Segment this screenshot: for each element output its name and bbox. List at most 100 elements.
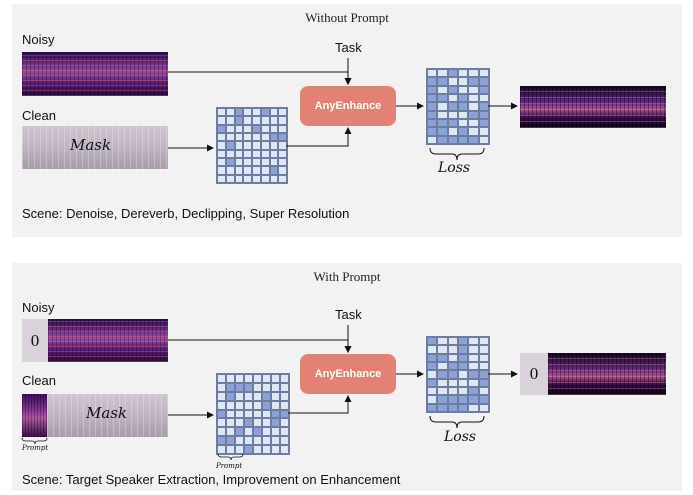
token-cell [437,93,448,103]
token-cell [468,110,479,119]
token-cell [468,77,479,86]
token-cell [260,124,270,133]
token-cell [457,337,469,346]
token-cell [468,102,479,111]
token-cell [447,345,458,354]
token-cell [468,345,479,354]
output-spectrogram [520,86,666,128]
token-cell [447,85,458,94]
clean-spectrogram [22,126,168,169]
token-cell [225,141,235,150]
token-cell [235,445,244,454]
token-cell [244,436,253,446]
token-cell [478,386,489,396]
token-cell [244,400,253,410]
token-cell [457,403,469,412]
task-label: Task [335,40,362,55]
token-cell [457,361,469,371]
token-cell [217,124,226,133]
token-cell [262,409,271,419]
token-cell [262,382,271,392]
token-cell [244,445,253,454]
token-cell [217,157,226,167]
token-cell [437,127,448,136]
token-cell [253,418,262,428]
token-cell [217,132,226,142]
token-cell [478,127,489,136]
token-cell [225,166,235,175]
token-cell [253,436,262,446]
token-cell [262,427,271,437]
token-cell [253,409,262,419]
token-cell [271,400,280,410]
clean-spectrogram [47,394,168,437]
task-label: Task [335,307,362,322]
token-cell [235,436,244,446]
token-cell [447,395,458,404]
token-cell [437,403,448,412]
token-cell [280,445,289,454]
token-cell [244,382,253,392]
token-cell [478,93,489,103]
token-cell [478,395,489,404]
loss-label: Loss [444,429,477,445]
arrow-icon [168,325,518,419]
token-cell [234,166,244,175]
token-cell [260,149,270,158]
token-cell [427,135,438,144]
token-cell [457,110,469,119]
token-cell [235,409,244,419]
token-cell [468,85,479,94]
token-cell [225,157,235,167]
zero-prompt-box: 0 [22,319,48,362]
token-cell [271,436,280,446]
token-cell [447,337,458,346]
token-cell [280,391,289,401]
token-cell [447,127,458,136]
token-cell [234,141,244,150]
token-cell [278,108,287,117]
token-cell [468,386,479,396]
predicted-token-grid [426,68,490,145]
token-cell [427,403,438,412]
token-cell [226,400,235,410]
token-cell [437,135,448,144]
token-cell [468,395,479,404]
token-cell [427,93,438,103]
token-cell [244,427,253,437]
token-cell [280,409,289,419]
token-cell [269,149,279,158]
token-cell [447,361,458,371]
zero-prompt-box: 0 [520,353,548,395]
token-cell [234,108,244,117]
token-cell [269,124,279,133]
token-cell [447,353,458,362]
token-cell [457,93,469,103]
token-cell [243,174,252,183]
token-cell [253,391,262,401]
prompt-label: Prompt [216,462,243,470]
token-cell [437,85,448,94]
token-cell [457,127,469,136]
token-cell [468,69,479,78]
token-cell [271,427,280,437]
token-cell [437,370,448,379]
token-cell [243,108,252,117]
token-cell [235,374,244,383]
token-cell [269,157,279,167]
token-cell [234,124,244,133]
token-cell [457,102,469,111]
token-cell [225,108,235,117]
token-cell [235,391,244,401]
token-cell [427,118,438,128]
token-cell [468,378,479,387]
token-cell [280,436,289,446]
token-cell [457,353,469,362]
token-cell [468,127,479,136]
token-cell [262,391,271,401]
token-cell [253,445,262,454]
clean-label: Clean [22,373,56,388]
token-cell [457,77,469,86]
token-cell [252,132,261,142]
